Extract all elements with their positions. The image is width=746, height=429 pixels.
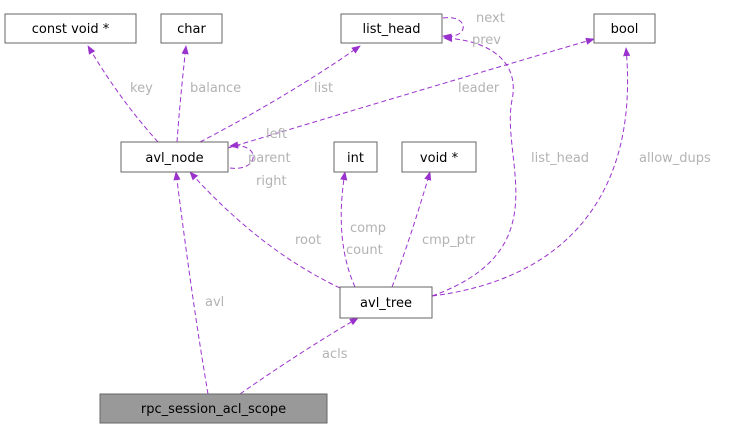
node-label-char: char xyxy=(177,22,206,37)
edge-avl-node-leader xyxy=(227,37,595,149)
edge-avl-tree-list-head xyxy=(431,34,517,297)
label-leader: leader xyxy=(458,81,500,96)
node-avl-node[interactable]: avl_node xyxy=(120,141,229,173)
label-allow-dups: allow_dups xyxy=(639,151,711,166)
node-label-bool: bool xyxy=(611,22,639,37)
node-list-head[interactable]: list_head xyxy=(340,13,443,44)
node-label-void-ptr: void * xyxy=(420,151,459,166)
label-left: left xyxy=(266,127,287,142)
label-acls: acls xyxy=(322,347,348,362)
label-list-head: list_head xyxy=(531,151,589,166)
edge-avl-node-balance xyxy=(176,45,189,143)
label-next: next xyxy=(476,11,505,26)
label-cmp-ptr: cmp_ptr xyxy=(422,233,476,248)
node-label-const-void-ptr: const void * xyxy=(32,22,110,37)
label-parent: parent xyxy=(248,151,291,166)
label-right: right xyxy=(256,174,287,189)
label-comp: comp xyxy=(350,221,386,236)
edge-labels: key balance list leader next prev left p… xyxy=(130,11,711,362)
label-balance: balance xyxy=(190,81,241,96)
node-rpc-session-acl-scope[interactable]: rpc_session_acl_scope xyxy=(99,393,328,424)
edge-avl-tree-allow-dups xyxy=(431,47,631,297)
node-int[interactable]: int xyxy=(333,141,378,173)
node-label-list-head: list_head xyxy=(362,22,420,37)
edge-rpc-avl xyxy=(173,171,209,395)
label-prev: prev xyxy=(472,33,501,48)
label-avl: avl xyxy=(205,295,224,310)
label-list: list xyxy=(314,81,333,96)
edges xyxy=(87,17,631,395)
node-label-avl-node: avl_node xyxy=(145,151,203,166)
node-const-void-ptr[interactable]: const void * xyxy=(4,13,137,44)
edge-avl-node-self xyxy=(229,141,254,169)
node-label-int: int xyxy=(347,151,364,166)
edge-avl-node-key xyxy=(87,45,159,143)
node-label-rpc-session-acl-scope: rpc_session_acl_scope xyxy=(141,402,286,417)
node-bool[interactable]: bool xyxy=(593,13,656,44)
edge-avl-tree-root xyxy=(189,171,341,289)
label-key: key xyxy=(130,81,153,96)
node-char[interactable]: char xyxy=(160,13,223,44)
node-avl-tree[interactable]: avl_tree xyxy=(339,286,433,319)
edge-avl-node-list xyxy=(199,45,361,143)
label-root: root xyxy=(295,233,321,248)
label-count: count xyxy=(346,243,383,258)
node-void-ptr[interactable]: void * xyxy=(401,141,477,173)
edge-list-head-self xyxy=(442,17,464,41)
edge-avl-tree-cmp-ptr xyxy=(391,171,432,288)
node-label-avl-tree: avl_tree xyxy=(360,296,412,311)
edge-avl-tree-comp-count xyxy=(340,171,356,288)
